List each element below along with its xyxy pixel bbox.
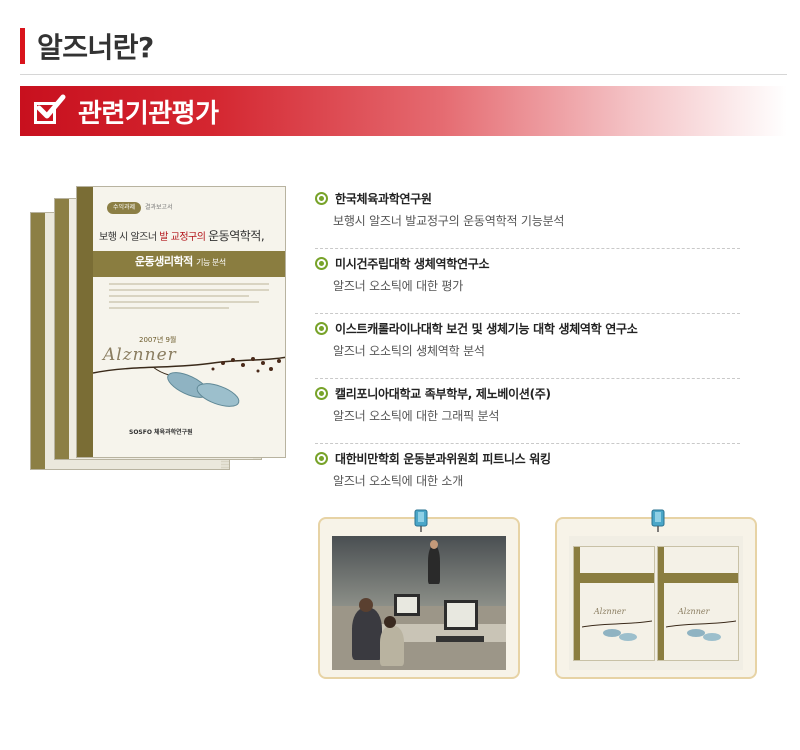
list-item: 대한비만학회 운동분과위원회 피트니스 워킹 알즈너 오소틱에 대한 소개 [315, 446, 740, 509]
list-item: 이스트캐롤라이나대학 보건 및 생체기능 대학 생체역학 연구소 알즈너 오소틱… [315, 316, 740, 379]
lab-photo-frame [318, 509, 520, 679]
agency-description: 보행시 알즈너 발교정구의 운동역학적 기능분석 [333, 214, 565, 228]
bullet-target-icon [315, 192, 328, 205]
bullet-target-icon [315, 257, 328, 270]
checkbox-check-icon [34, 94, 66, 126]
list-item: 한국체육과학연구원 보행시 알즈너 발교정구의 운동역학적 기능분석 [315, 186, 740, 249]
agency-description: 알즈너 오소틱에 대한 그래픽 분석 [333, 409, 500, 423]
bullet-target-icon [315, 452, 328, 465]
report-badge: 수익과제 [107, 202, 141, 214]
agency-description: 알즈너 오소틱의 생체역학 분석 [333, 344, 485, 358]
bullet-target-icon [315, 322, 328, 335]
report-title-line1: 보행 시 알즈너 발 교정구의 운동역학적, [99, 229, 265, 243]
pushpin-icon [651, 509, 665, 532]
header-divider [20, 74, 787, 75]
agency-description: 알즈너 오소틱에 대한 평가 [333, 279, 464, 293]
report-book-stack: 수익과제 결과보고서 보행 시 알즈너 발 교정구의 운동역학적, 운동생리학적… [30, 186, 286, 486]
list-item: 캘리포니아대학교 족부학부, 제노베이션(주) 알즈너 오소틱에 대한 그래픽 … [315, 381, 740, 444]
report-brand: Alznner [103, 345, 177, 365]
page-header: 알즈너란? [20, 26, 154, 66]
agency-list: 한국체육과학연구원 보행시 알즈너 발교정구의 운동역학적 기능분석 미시건주립… [315, 186, 740, 511]
lab-photo [332, 536, 506, 670]
agency-description: 알즈너 오소틱에 대한 소개 [333, 474, 464, 488]
report-cover-photo: Alznner Alznner [569, 536, 743, 670]
section-title: 관련기관평가 [78, 98, 219, 129]
report-publisher: SOSFO 체육과학연구원 [129, 429, 193, 436]
agency-name: 캘리포니아대학교 족부학부, 제노베이션(주) [335, 387, 551, 401]
section-banner: 관련기관평가 [20, 86, 787, 136]
pushpin-icon [414, 509, 428, 532]
page-title: 알즈너란? [37, 31, 154, 64]
report-photo-frame: Alznner Alznner [555, 509, 757, 679]
header-accent-bar [20, 28, 25, 64]
report-badge-sub: 결과보고서 [145, 204, 173, 211]
agency-name: 한국체육과학연구원 [335, 192, 432, 206]
agency-name: 이스트캐롤라이나대학 보건 및 생체기능 대학 생체역학 연구소 [335, 322, 638, 336]
bullet-target-icon [315, 387, 328, 400]
agency-name: 미시건주립대학 생체역학연구소 [335, 257, 490, 271]
list-item: 미시건주립대학 생체역학연구소 알즈너 오소틱에 대한 평가 [315, 251, 740, 314]
agency-name: 대한비만학회 운동분과위원회 피트니스 워킹 [335, 452, 551, 466]
report-book-cover: 수익과제 결과보고서 보행 시 알즈너 발 교정구의 운동역학적, 운동생리학적… [76, 186, 286, 458]
report-title-line2: 운동생리학적 기능 분석 [135, 255, 226, 268]
branch-insoles-illustration [93, 356, 285, 407]
report-year: 2007년 9월 [139, 336, 177, 344]
